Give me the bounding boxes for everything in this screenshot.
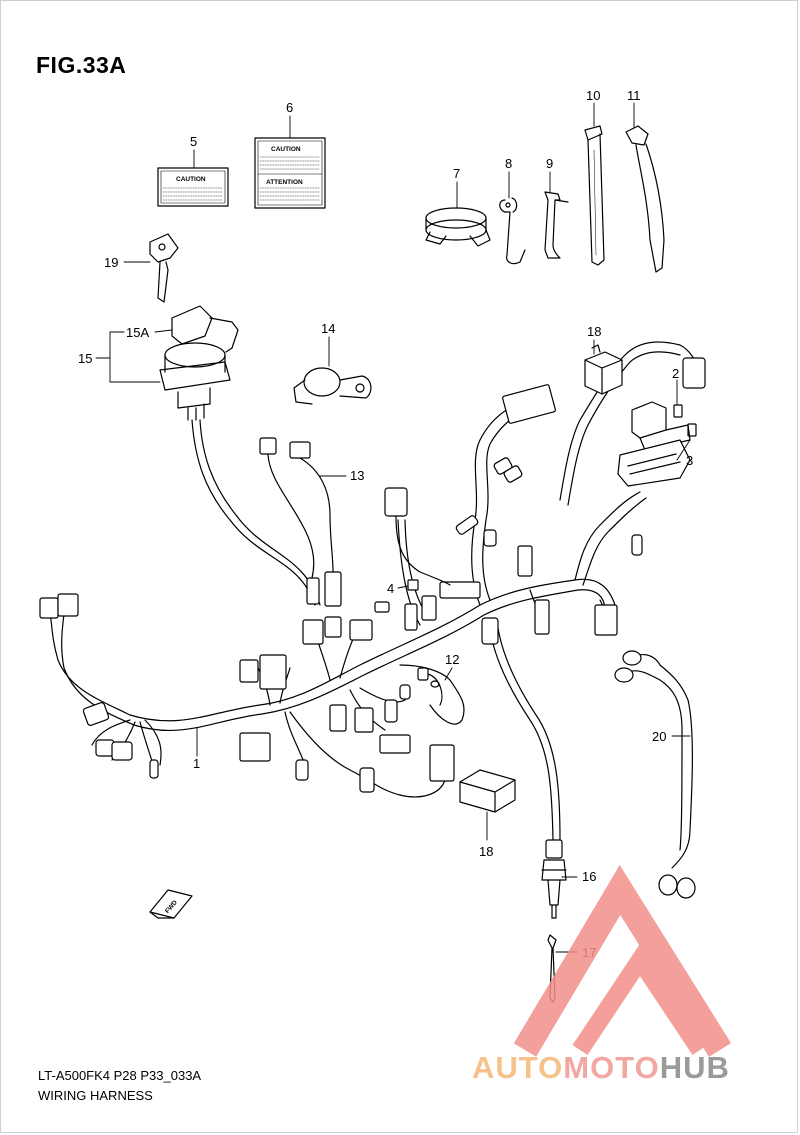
bracket-9 <box>544 191 569 259</box>
part-ref-3: 3 <box>686 453 693 468</box>
lead-wire-21 <box>614 650 696 899</box>
part-ref-4: 4 <box>387 581 394 596</box>
part-ref-15A: 15A <box>126 325 149 340</box>
part-ref-10: 10 <box>586 88 600 103</box>
part-ref-15: 15 <box>78 351 92 366</box>
relay-19 <box>459 769 516 813</box>
switch-14 <box>293 367 372 405</box>
watermark-text-auto: AUTO <box>472 1050 564 1085</box>
watermark-text: AUTOMOTOHUB <box>472 1050 730 1086</box>
part-ref-7: 7 <box>453 166 460 181</box>
leader-lines <box>95 102 691 953</box>
part-ref-19: 18 <box>479 844 493 859</box>
part-ref-21: 20 <box>652 729 666 744</box>
tie-10 <box>584 125 605 266</box>
part-ref-6: 6 <box>286 100 293 115</box>
ignition-switch-15 <box>159 305 239 421</box>
harness-connectors <box>39 357 706 793</box>
relay-18 <box>584 344 623 395</box>
part-ref-2: 2 <box>672 366 679 381</box>
part-ref-16: 16 <box>582 869 596 884</box>
sensor-16 <box>541 839 567 919</box>
caution-label-5 <box>157 167 229 207</box>
part-ref-8: 8 <box>505 156 512 171</box>
part-ref-12: 12 <box>445 652 459 667</box>
part-ref-14: 14 <box>321 321 335 336</box>
part-ref-1: 1 <box>193 756 200 771</box>
part-ref-9: 9 <box>546 156 553 171</box>
figure-title: FIG.33A <box>36 52 127 78</box>
caution-text-6: CAUTION <box>271 146 301 153</box>
part-ref-13: 13 <box>350 468 364 483</box>
fuse-box-2-3 <box>617 401 697 487</box>
watermark-text-hub: HUB <box>659 1050 730 1085</box>
figure-code: LT-A500FK4 P28 P33_033A <box>38 1068 202 1083</box>
key-20 <box>149 233 179 303</box>
part-ref-20: 19 <box>104 255 118 270</box>
part-ref-11: 11 <box>627 88 641 103</box>
caution-text-5: CAUTION <box>176 176 206 183</box>
ground-wire-12 <box>417 667 443 706</box>
clamp-7 <box>425 207 491 247</box>
tie-11 <box>625 125 665 273</box>
main-harness <box>49 341 701 841</box>
fwd-arrow <box>149 889 193 919</box>
part-ref-18: 18 <box>587 324 601 339</box>
watermark-logo <box>513 865 732 1057</box>
watermark-text-moto: MOTO <box>563 1050 660 1085</box>
caution-label-6 <box>254 137 326 209</box>
holder-8 <box>499 197 526 265</box>
figure-name: WIRING HARNESS <box>38 1088 153 1103</box>
attention-text-6: ATTENTION <box>266 179 303 186</box>
part-ref-5: 5 <box>190 134 197 149</box>
